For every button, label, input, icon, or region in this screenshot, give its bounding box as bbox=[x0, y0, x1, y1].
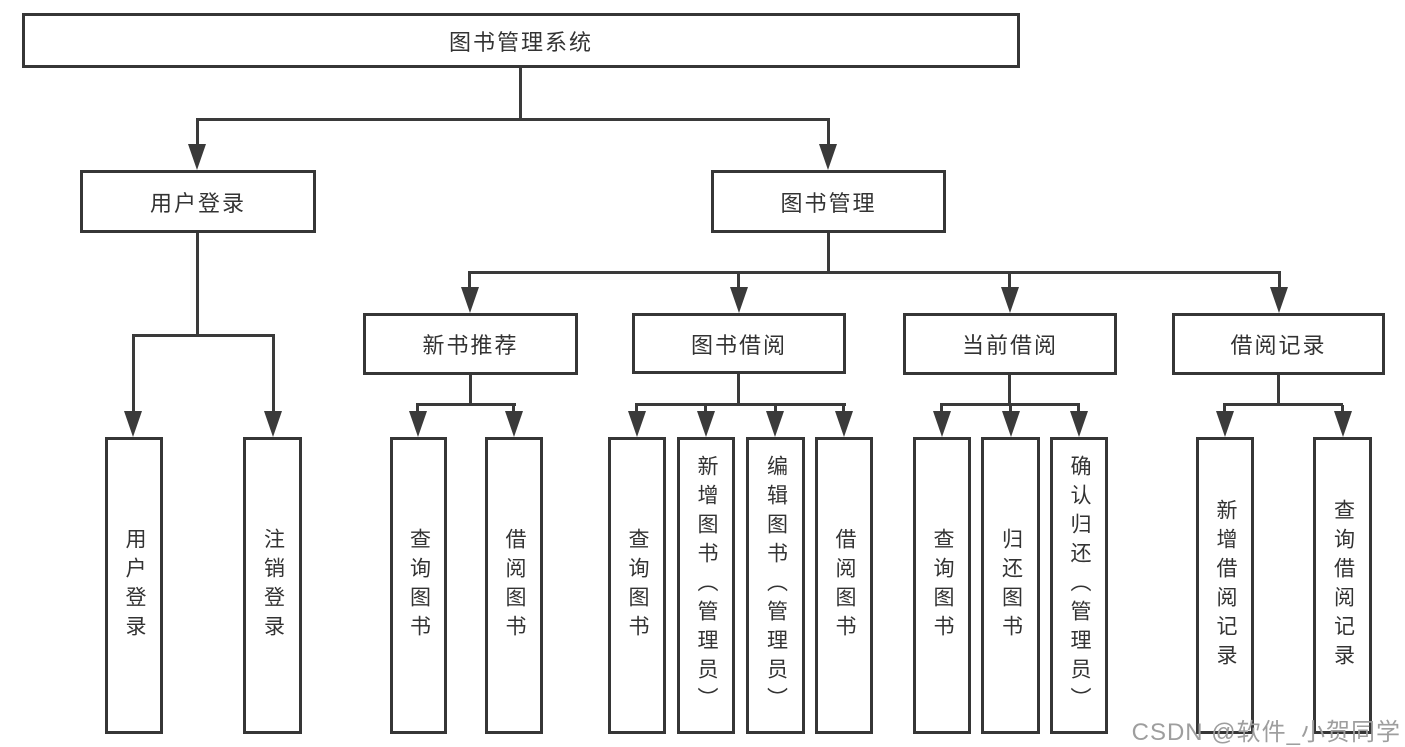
arrow-down-icon bbox=[1216, 411, 1234, 437]
connector-stem bbox=[827, 233, 830, 273]
leaf-return-books: 归还图书 bbox=[981, 437, 1040, 734]
connector-stem bbox=[196, 233, 199, 336]
connector-bar bbox=[416, 403, 516, 406]
connector-bar bbox=[196, 118, 830, 121]
node-label: 查询图书 bbox=[931, 527, 955, 644]
node-label: 归还图书 bbox=[999, 527, 1023, 644]
connector-drop bbox=[132, 336, 135, 413]
arrow-down-icon bbox=[1002, 411, 1020, 437]
connector-stem bbox=[1277, 375, 1280, 405]
connector-drop bbox=[1223, 405, 1226, 413]
leaf-query-books-borrowing: 查询图书 bbox=[608, 437, 666, 734]
node-new-book-recommendation: 新书推荐 bbox=[363, 313, 578, 375]
connector-drop bbox=[468, 273, 471, 289]
arrow-down-icon bbox=[819, 144, 837, 170]
arrow-down-icon bbox=[409, 411, 427, 437]
watermark: CSDN @软件_小贺同学 bbox=[1131, 719, 1401, 746]
leaf-logout: 注销登录 bbox=[243, 437, 302, 734]
connector-drop bbox=[842, 405, 845, 413]
leaf-confirm-return-admin: 确认归还（管理员） bbox=[1050, 437, 1108, 734]
arrow-down-icon bbox=[188, 144, 206, 170]
leaf-add-books-admin: 新增图书（管理员） bbox=[677, 437, 735, 734]
arrow-down-icon bbox=[766, 411, 784, 437]
connector-drop bbox=[1341, 405, 1344, 413]
arrow-down-icon bbox=[730, 287, 748, 313]
connector-bar bbox=[635, 403, 846, 406]
node-label: 查询图书 bbox=[626, 527, 650, 644]
arrow-down-icon bbox=[124, 411, 142, 437]
connector-drop bbox=[196, 120, 199, 148]
connector-bar bbox=[468, 271, 1281, 274]
connector-drop bbox=[1009, 405, 1012, 413]
node-current-borrowing: 当前借阅 bbox=[903, 313, 1117, 375]
node-book-borrowing: 图书借阅 bbox=[632, 313, 846, 374]
connector-drop bbox=[1008, 273, 1011, 289]
leaf-add-borrow-record: 新增借阅记录 bbox=[1196, 437, 1254, 734]
node-label: 用户登录 bbox=[123, 527, 147, 644]
connector-drop bbox=[635, 405, 638, 413]
node-borrowing-records: 借阅记录 bbox=[1172, 313, 1385, 375]
connector-stem bbox=[1008, 375, 1011, 405]
arrow-down-icon bbox=[1334, 411, 1352, 437]
node-book-management: 图书管理 bbox=[711, 170, 946, 233]
leaf-query-books-recommend: 查询图书 bbox=[390, 437, 447, 734]
arrow-down-icon bbox=[933, 411, 951, 437]
node-label: 借阅图书 bbox=[503, 527, 527, 644]
connector-drop bbox=[272, 336, 275, 413]
connector-drop bbox=[416, 405, 419, 413]
node-label: 新增图书（管理员） bbox=[695, 455, 719, 716]
arrow-down-icon bbox=[264, 411, 282, 437]
node-library-management-system: 图书管理系统 bbox=[22, 13, 1020, 68]
node-label: 借阅记录 bbox=[1230, 333, 1327, 358]
arrow-down-icon bbox=[697, 411, 715, 437]
connector-drop bbox=[704, 405, 707, 413]
leaf-edit-books-admin: 编辑图书（管理员） bbox=[746, 437, 805, 734]
connector-drop bbox=[512, 405, 515, 413]
arrow-down-icon bbox=[461, 287, 479, 313]
node-label: 编辑图书（管理员） bbox=[764, 455, 788, 716]
node-label: 图书管理 bbox=[780, 190, 877, 216]
node-label: 图书管理系统 bbox=[448, 29, 593, 55]
node-label: 图书借阅 bbox=[690, 332, 787, 358]
leaf-query-borrow-record: 查询借阅记录 bbox=[1313, 437, 1372, 734]
leaf-borrow-books-recommend: 借阅图书 bbox=[485, 437, 543, 734]
connector-stem bbox=[737, 374, 740, 405]
arrow-down-icon bbox=[628, 411, 646, 437]
node-user-login: 用户登录 bbox=[80, 170, 316, 233]
connector-drop bbox=[940, 405, 943, 413]
node-label: 新增借阅记录 bbox=[1214, 498, 1238, 673]
connector-stem bbox=[519, 68, 522, 120]
connector-bar bbox=[940, 403, 1080, 406]
node-label: 用户登录 bbox=[149, 190, 246, 216]
connector-drop bbox=[1278, 273, 1281, 289]
connector-drop bbox=[737, 273, 740, 289]
leaf-query-books-current: 查询图书 bbox=[913, 437, 971, 734]
connector-bar bbox=[1223, 403, 1343, 406]
connector-drop bbox=[1077, 405, 1080, 413]
connector-drop bbox=[827, 120, 830, 148]
arrow-down-icon bbox=[1001, 287, 1019, 313]
arrow-down-icon bbox=[1070, 411, 1088, 437]
leaf-borrow-books-borrowing: 借阅图书 bbox=[815, 437, 873, 734]
node-label: 借阅图书 bbox=[833, 527, 857, 644]
node-label: 查询图书 bbox=[407, 527, 431, 644]
node-label: 查询借阅记录 bbox=[1331, 498, 1355, 673]
node-label: 新书推荐 bbox=[422, 333, 519, 358]
arrow-down-icon bbox=[505, 411, 523, 437]
arrow-down-icon bbox=[1270, 287, 1288, 313]
node-label: 当前借阅 bbox=[961, 333, 1058, 358]
connector-bar bbox=[132, 334, 275, 337]
connector-stem bbox=[469, 375, 472, 405]
connector-drop bbox=[774, 405, 777, 413]
node-label: 注销登录 bbox=[261, 527, 285, 644]
arrow-down-icon bbox=[835, 411, 853, 437]
leaf-user-login: 用户登录 bbox=[105, 437, 163, 734]
node-label: 确认归还（管理员） bbox=[1068, 455, 1092, 716]
